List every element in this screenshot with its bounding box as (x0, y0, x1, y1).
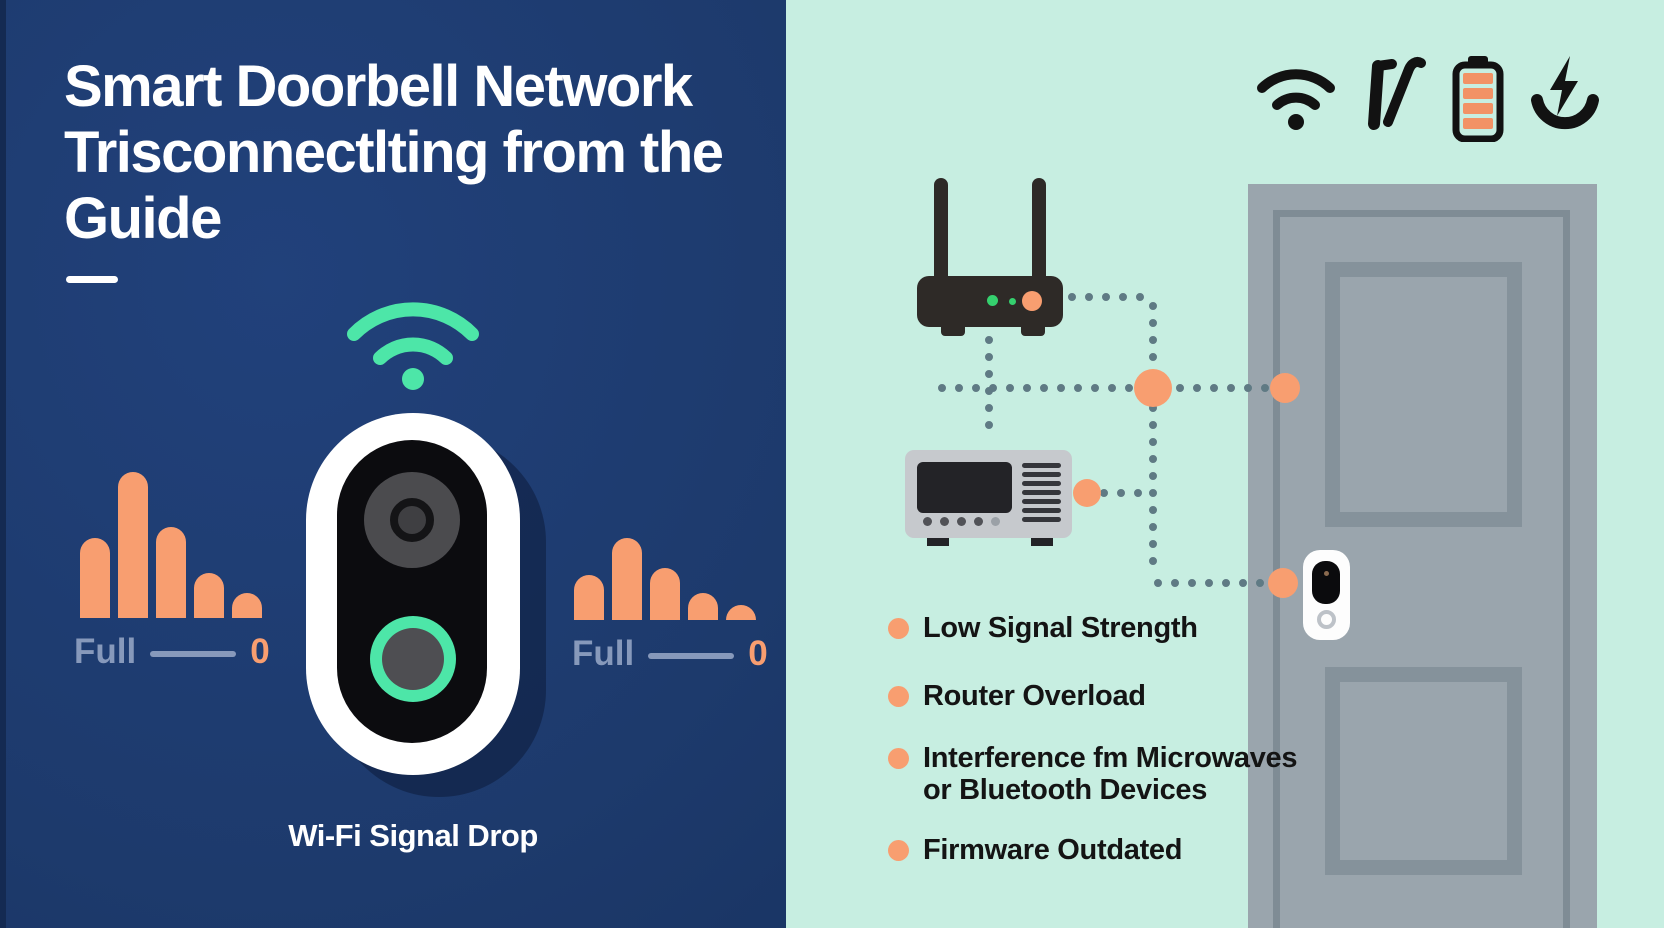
microwave-window (917, 462, 1012, 513)
title-line-2: Trisconnectlting from the (64, 120, 724, 185)
signal-bar (118, 472, 148, 618)
edge-stripe (0, 0, 6, 928)
door-panel-top (1325, 262, 1522, 527)
camera-lens (390, 498, 434, 542)
full-label: Full (572, 634, 635, 673)
router-antenna (934, 178, 948, 284)
router-body (917, 276, 1063, 327)
meter-dash (648, 653, 735, 659)
microwave-body (905, 450, 1072, 538)
door-illustration (1248, 184, 1597, 928)
doorbell-camera (364, 472, 460, 568)
signal-bar (80, 538, 110, 618)
signal-bars-left (80, 472, 262, 618)
mini-doorbell-camera (1312, 561, 1340, 604)
microwave-foot (1031, 537, 1053, 546)
doorbell-button-center (382, 628, 444, 690)
zero-label: 0 (250, 632, 270, 671)
signal-bar (688, 593, 718, 620)
microwave-foot (927, 537, 949, 546)
signal-meter-right: Full 0 (572, 634, 768, 674)
doorbell-panel: Smart Doorbell Network Trisconnectlting … (0, 0, 786, 928)
battery-icon (1452, 56, 1504, 142)
zero-label: 0 (748, 634, 768, 673)
signal-bar (574, 575, 604, 620)
cause-item: Router Overload (888, 680, 1146, 712)
bullet-icon (888, 686, 909, 707)
cause-item: Low Signal Strength (888, 612, 1198, 644)
microwave-vents (1022, 463, 1061, 526)
charging-icon (1531, 56, 1599, 130)
router-led-green-small (1009, 298, 1016, 305)
bullet-icon (888, 748, 909, 769)
signal-bar (612, 538, 642, 620)
signal-bar (194, 573, 224, 618)
signal-bar (650, 568, 680, 620)
cause-item: Firmware Outdated (888, 834, 1182, 866)
page-title: Smart Doorbell Network Trisconnectlting … (64, 54, 724, 252)
router-illustration (905, 178, 1075, 338)
router-led-green (987, 295, 998, 306)
title-underline (66, 276, 118, 283)
doorbell-faceplate (337, 440, 487, 743)
pen-icon (1368, 57, 1426, 130)
cause-label: Interference fm Microwaves or Bluetooth … (923, 742, 1298, 807)
signal-meter-left: Full 0 (74, 632, 270, 672)
microwave-illustration (905, 450, 1075, 550)
doorbell-button (370, 616, 456, 702)
cause-label: Firmware Outdated (923, 834, 1183, 866)
router-antenna (1032, 178, 1046, 284)
full-label: Full (74, 632, 137, 671)
signal-bar (156, 527, 186, 618)
bullet-icon (888, 840, 909, 861)
smart-doorbell-illustration (306, 413, 520, 775)
wifi-icon (1257, 69, 1335, 130)
title-line-3: Guide (64, 186, 222, 251)
door-panel-bottom (1325, 667, 1522, 875)
cause-label: Low Signal Strength (923, 612, 1198, 644)
signal-bar (232, 593, 262, 618)
router-foot (941, 325, 965, 336)
cause-label: Router Overload (923, 680, 1146, 712)
router-foot (1021, 325, 1045, 336)
cause-item: Interference fm Microwaves or Bluetooth … (888, 742, 1297, 807)
bullet-icon (888, 618, 909, 639)
mini-doorbell-button (1317, 610, 1336, 629)
title-line-1: Smart Doorbell Network (64, 54, 693, 119)
signal-bars-right (574, 538, 756, 620)
meter-dash (150, 651, 237, 657)
mini-doorbell-lens (1324, 571, 1329, 576)
wifi-signal-icon (347, 302, 479, 390)
microwave-buttons (923, 517, 1000, 526)
door-mounted-doorbell (1303, 550, 1350, 640)
signal-bar (726, 605, 756, 620)
router-led-orange (1022, 291, 1042, 311)
doorbell-caption: Wi-Fi Signal Drop (288, 818, 538, 853)
